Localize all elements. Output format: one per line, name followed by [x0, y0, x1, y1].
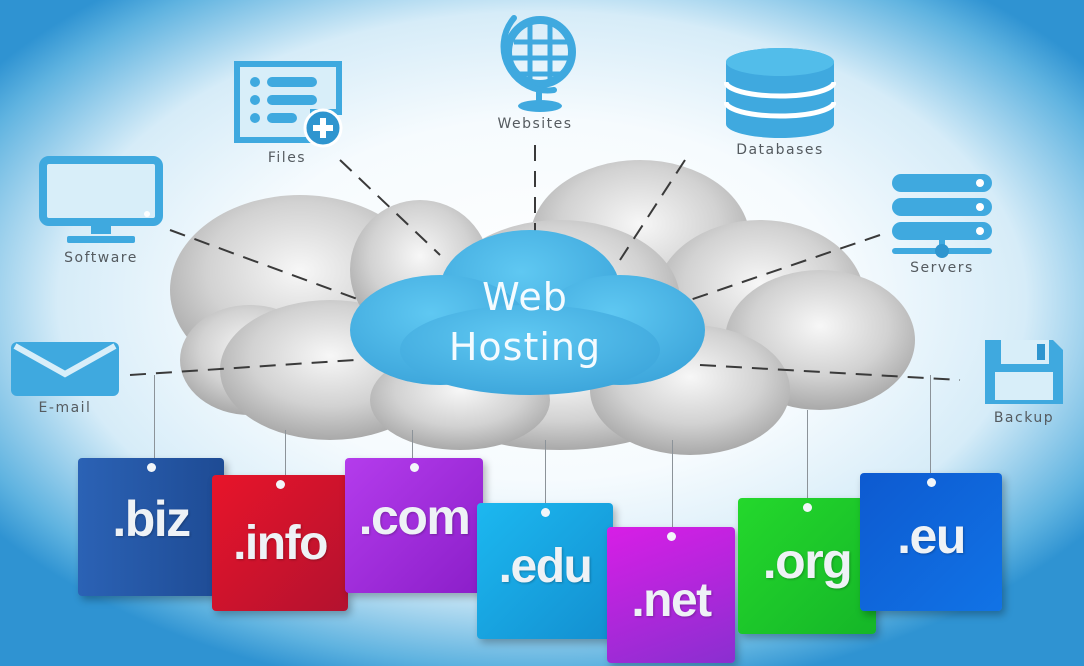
tag-hole	[541, 508, 550, 517]
domain-tag-biz: .biz	[78, 458, 224, 596]
domain-tag-edu: .edu	[477, 503, 613, 639]
domain-label: .eu	[897, 508, 966, 564]
service-software: Software	[36, 156, 166, 266]
floppy-disk-icon	[985, 340, 1063, 404]
tag-string	[412, 430, 413, 465]
service-files: Files	[222, 60, 352, 166]
server-icon	[892, 174, 992, 258]
tag-string	[672, 440, 673, 532]
domain-label: .com	[358, 488, 471, 545]
domain-tag-info: .info	[212, 475, 348, 611]
service-servers-label: Servers	[910, 260, 974, 276]
domain-label: .net	[631, 573, 712, 627]
domain-label: .info	[233, 516, 328, 570]
domain-label: .edu	[498, 539, 593, 593]
domain-tag-com: .com	[345, 458, 483, 593]
tag-string	[930, 375, 931, 480]
service-databases: Databases	[712, 48, 848, 158]
monitor-icon	[39, 156, 163, 243]
service-email: E-mail	[4, 340, 126, 416]
tag-hole	[803, 503, 812, 512]
tag-string	[154, 375, 155, 460]
database-icon	[724, 48, 836, 138]
tag-hole	[410, 463, 419, 472]
globe-icon	[500, 15, 576, 112]
service-backup-label: Backup	[993, 410, 1055, 426]
domain-tag-org: .org	[738, 498, 876, 634]
hub-title: Web Hosting	[395, 272, 655, 372]
hub-cloud	[350, 230, 705, 395]
tag-string	[285, 430, 286, 480]
service-software-label: Software	[64, 250, 138, 266]
domain-tag-net: .net	[607, 527, 735, 663]
service-websites-label: Websites	[497, 116, 573, 132]
tag-string	[545, 440, 546, 508]
tag-hole	[927, 478, 936, 487]
service-websites: Websites	[470, 6, 600, 132]
tag-hole	[276, 480, 285, 489]
domain-label: .org	[762, 533, 853, 589]
hub-title-line2: Hosting	[448, 325, 602, 369]
domain-label: .biz	[112, 491, 191, 547]
tag-hole	[667, 532, 676, 541]
service-files-label: Files	[267, 150, 307, 166]
tag-string	[807, 410, 808, 505]
hub-title-line1: Web	[482, 275, 568, 319]
tag-hole	[147, 463, 156, 472]
file-list-add-icon	[234, 61, 343, 148]
service-servers: Servers	[880, 172, 1004, 276]
service-databases-label: Databases	[736, 142, 824, 158]
envelope-icon	[11, 342, 119, 396]
domain-tag-eu: .eu	[860, 473, 1002, 611]
service-email-label: E-mail	[38, 400, 92, 416]
service-backup: Backup	[972, 336, 1076, 426]
